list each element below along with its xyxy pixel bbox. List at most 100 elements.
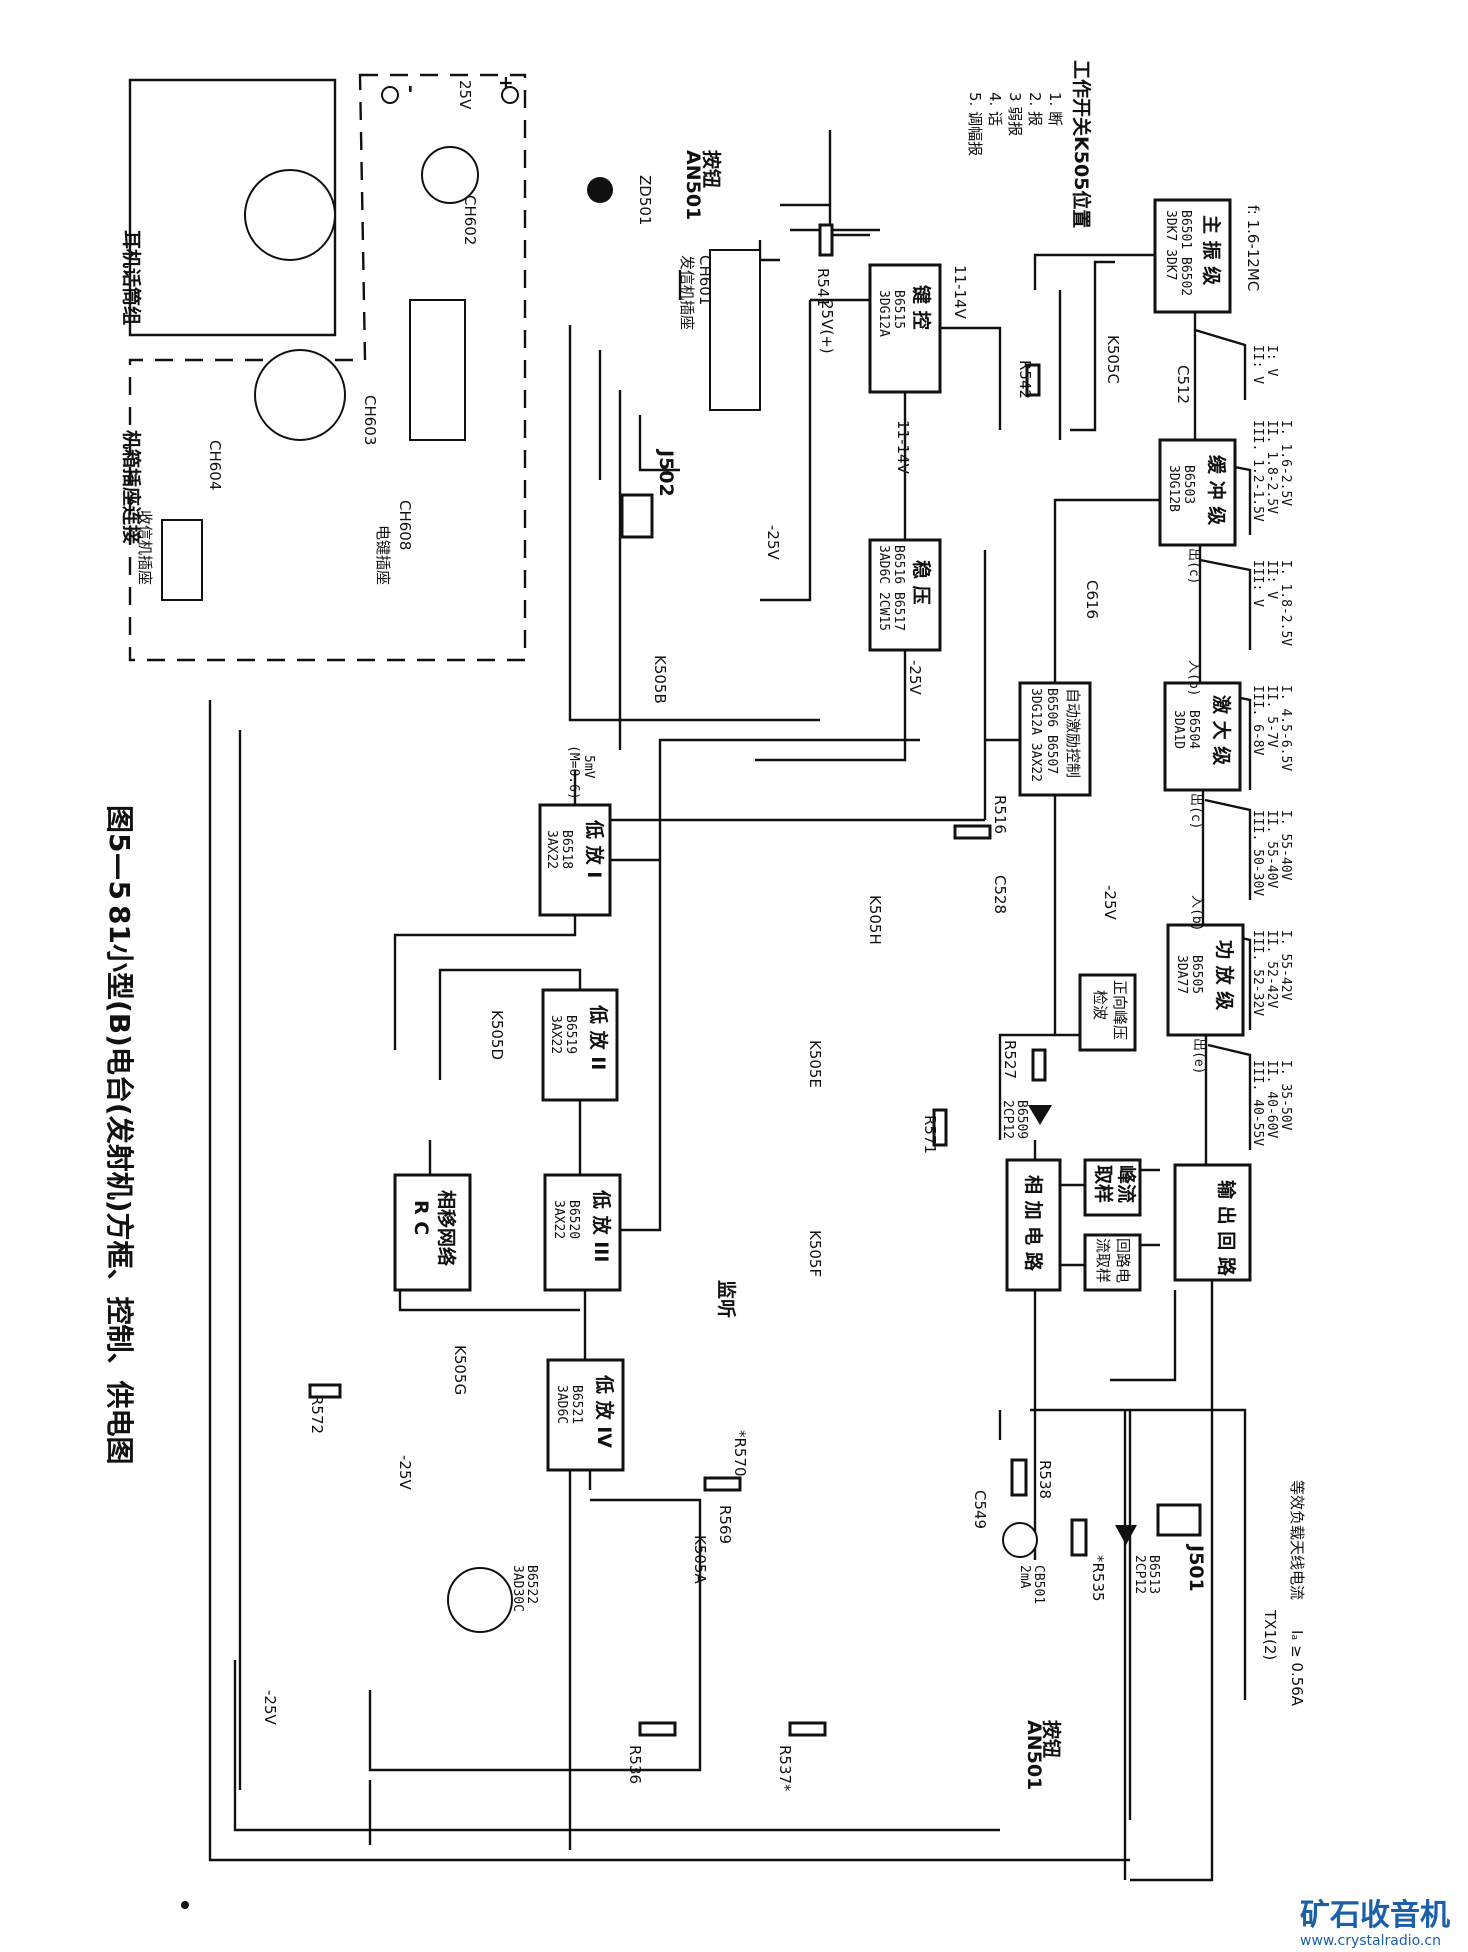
svg-text:检波: 检波 xyxy=(1091,990,1109,1020)
svg-text:3AD6C: 3AD6C xyxy=(554,1385,569,1424)
ammeter-icon xyxy=(1002,1522,1038,1558)
svg-text:3AX22: 3AX22 xyxy=(551,1200,566,1239)
relay-j502-icon xyxy=(620,493,654,539)
svg-text:-25V: -25V xyxy=(1101,885,1119,920)
block-alc: 自动激励控制 B6506 B6507 3DG12A 3AX22 xyxy=(1018,681,1092,797)
svg-text:-25V: -25V xyxy=(261,1690,279,1725)
enclosure-outline xyxy=(128,73,527,662)
svg-text:C549: C549 xyxy=(971,1490,989,1529)
svg-text:-: - xyxy=(400,85,422,93)
svg-text:K505D: K505D xyxy=(488,1010,506,1060)
svg-text:耳机话筒组: 耳机话筒组 xyxy=(120,230,143,325)
svg-text:出(c): 出(c) xyxy=(1188,793,1203,829)
svg-text:K505H: K505H xyxy=(866,895,884,945)
speck xyxy=(181,1901,189,1909)
svg-text:R527: R527 xyxy=(1001,1040,1019,1079)
block-lf-amp-2: 低 放 II B6519 3AX22 xyxy=(541,988,619,1102)
svg-text:B6516 B6517: B6516 B6517 xyxy=(891,545,906,631)
block-loop-sample: 回路电 流取样 xyxy=(1083,1233,1142,1292)
svg-text:出(c): 出(c) xyxy=(1186,548,1201,584)
svg-text:出(e): 出(e) xyxy=(1191,1038,1206,1074)
resistor-r535 xyxy=(1070,1518,1088,1557)
resistor-r542 xyxy=(1025,363,1041,397)
block-buffer: 缓 冲 级 B6503 3DG12B xyxy=(1158,438,1237,547)
svg-text:II. 1.8-2.5V: II. 1.8-2.5V xyxy=(1264,420,1279,514)
svg-text:2mA: 2mA xyxy=(1017,1565,1032,1589)
svg-text:K505F: K505F xyxy=(806,1230,824,1277)
svg-text:正向峰压: 正向峰压 xyxy=(1111,980,1129,1040)
svg-text:相移网络: 相移网络 xyxy=(435,1190,458,1266)
block-sum-circuit: 相 加 电 路 xyxy=(1005,1158,1062,1292)
resistor-r527 xyxy=(1031,1048,1047,1082)
svg-text:机箱插座连接: 机箱插座连接 xyxy=(120,430,143,544)
svg-text:C616: C616 xyxy=(1083,580,1101,619)
resistor-r538 xyxy=(1010,1458,1028,1497)
svg-text:C512: C512 xyxy=(1174,365,1192,404)
svg-text:3AD6C 2CW15: 3AD6C 2CW15 xyxy=(876,545,891,631)
svg-text:B6521: B6521 xyxy=(569,1385,584,1424)
diode-b6509-icon xyxy=(1028,1105,1052,1125)
svg-text:自动激励控制: 自动激励控制 xyxy=(1064,688,1082,778)
svg-text:B6515: B6515 xyxy=(891,290,906,329)
block-lf-amp-1: 低 放 I B6518 3AX22 xyxy=(538,803,612,917)
terminal-plus-icon xyxy=(501,86,519,104)
connector-ch602-icon xyxy=(421,146,479,204)
svg-text:II. 55-40V: II. 55-40V xyxy=(1264,810,1279,888)
svg-text:R572: R572 xyxy=(308,1395,326,1434)
svg-text:发信机插座: 发信机插座 xyxy=(678,255,696,330)
svg-text:2CP12: 2CP12 xyxy=(1132,1555,1147,1594)
svg-text:K505A: K505A xyxy=(691,1535,709,1584)
svg-text:III. 1.2-1.5V: III. 1.2-1.5V xyxy=(1250,420,1265,522)
svg-text:I. 1.6-2.5V: I. 1.6-2.5V xyxy=(1278,420,1293,506)
svg-text:R536: R536 xyxy=(626,1745,644,1784)
svg-text:*R535: *R535 xyxy=(1089,1555,1107,1602)
svg-text:主 振 级: 主 振 级 xyxy=(1200,215,1223,285)
svg-text:81小型(B)电台(发射机)方框、控制、供电图: 81小型(B)电台(发射机)方框、控制、供电图 xyxy=(103,905,136,1465)
svg-text:R C: R C xyxy=(410,1200,432,1235)
block-phase-network: 相移网络 R C xyxy=(393,1173,472,1292)
headset-wires xyxy=(128,78,337,337)
svg-text:III. 40-55V: III. 40-55V xyxy=(1250,1060,1265,1146)
svg-text:II. 5-7V: II. 5-7V xyxy=(1264,685,1279,748)
svg-text:峰流: 峰流 xyxy=(1115,1165,1138,1203)
relay-j501-icon xyxy=(1156,1503,1202,1537)
svg-text:B6501 B6502: B6501 B6502 xyxy=(1178,210,1193,296)
svg-text:B6518: B6518 xyxy=(559,830,574,869)
svg-text:图5—5: 图5—5 xyxy=(103,805,136,900)
svg-text:低 放 III: 低 放 III xyxy=(590,1189,613,1262)
resistor-r572 xyxy=(308,1383,342,1399)
svg-text:I. 4.5-6.5V: I. 4.5-6.5V xyxy=(1278,685,1293,771)
svg-text:低 放 I: 低 放 I xyxy=(583,819,606,878)
svg-text:CH608: CH608 xyxy=(396,500,414,550)
block-keying: 键 控 B6515 3DG12A xyxy=(868,263,942,394)
resistor-r537 xyxy=(788,1721,827,1737)
block-peak-detector: 正向峰压 检波 xyxy=(1078,973,1137,1052)
svg-text:25V(+): 25V(+) xyxy=(818,300,836,354)
svg-text:J501: J501 xyxy=(1185,1543,1207,1592)
svg-text:B6520: B6520 xyxy=(566,1200,581,1239)
transistor-b6522-icon xyxy=(447,1567,513,1633)
svg-text:取样: 取样 xyxy=(1092,1165,1115,1203)
svg-text:3AX22: 3AX22 xyxy=(544,830,559,869)
svg-text:25V: 25V xyxy=(456,80,474,110)
svg-text:稳 压: 稳 压 xyxy=(910,560,933,605)
svg-text:R537*: R537* xyxy=(776,1745,794,1792)
svg-text:III. 6-8V: III. 6-8V xyxy=(1250,685,1265,756)
svg-text:R571: R571 xyxy=(921,1115,939,1154)
connector-headset-icon xyxy=(244,169,336,261)
svg-text:*R570: *R570 xyxy=(731,1430,749,1477)
svg-text:流取样: 流取样 xyxy=(1094,1238,1112,1283)
svg-text:C528: C528 xyxy=(991,875,1009,914)
svg-text:等效负载天线电流: 等效负载天线电流 xyxy=(1288,1480,1306,1600)
block-regulator: 稳 压 B6516 B6517 3AD6C 2CW15 xyxy=(868,538,942,652)
svg-text:1. 断: 1. 断 xyxy=(1046,92,1064,126)
block-master-oscillator: 主 振 级 B6501 B6502 3DK7 3DK7 f: 1.6-12MC xyxy=(1153,198,1262,314)
svg-text:低 放 IV: 低 放 IV xyxy=(593,1374,616,1448)
svg-text:AN501: AN501 xyxy=(682,150,704,220)
svg-text:3 弱报: 3 弱报 xyxy=(1006,92,1024,136)
svg-text:TX1(2): TX1(2) xyxy=(1261,1609,1279,1660)
svg-text:11-14V: 11-14V xyxy=(951,265,969,320)
svg-text:III. 50-30V: III. 50-30V xyxy=(1250,810,1265,896)
svg-text:电键插座: 电键插座 xyxy=(374,525,392,585)
